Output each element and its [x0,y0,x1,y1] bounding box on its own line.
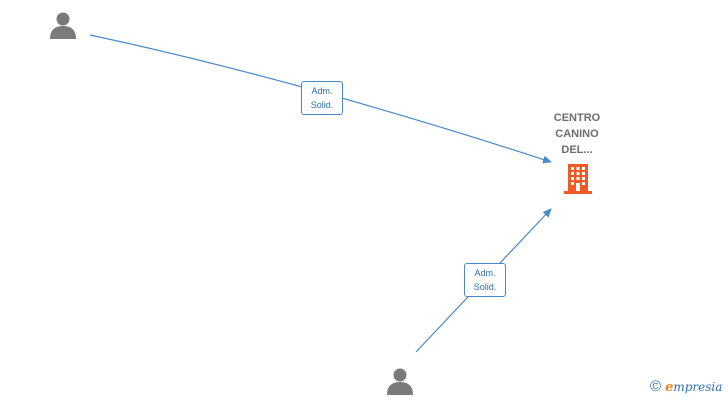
edge-label-line: Solid. [473,282,497,292]
company-name-line: DEL... [561,144,593,156]
edge-label-top: Adm. Solid. [301,81,343,115]
edge-label-line: Solid. [310,100,334,110]
person-icon[interactable] [48,10,78,40]
edge-label-line: Adm. [311,86,333,96]
company-name-line: CANINO [555,128,599,140]
brand-name: mpresia [673,380,723,394]
company-name[interactable]: CENTRO CANINO DEL... [536,110,618,158]
empresia-watermark: ©empresia [650,378,722,395]
edge-label-line: Adm. [474,268,496,278]
person-icon[interactable] [385,366,415,396]
copyright-symbol: © [650,378,662,395]
brand-initial: e [665,380,674,395]
company-name-line: CENTRO [553,112,601,124]
building-icon[interactable] [562,162,594,194]
edge-label-bottom: Adm. Solid. [464,263,506,297]
